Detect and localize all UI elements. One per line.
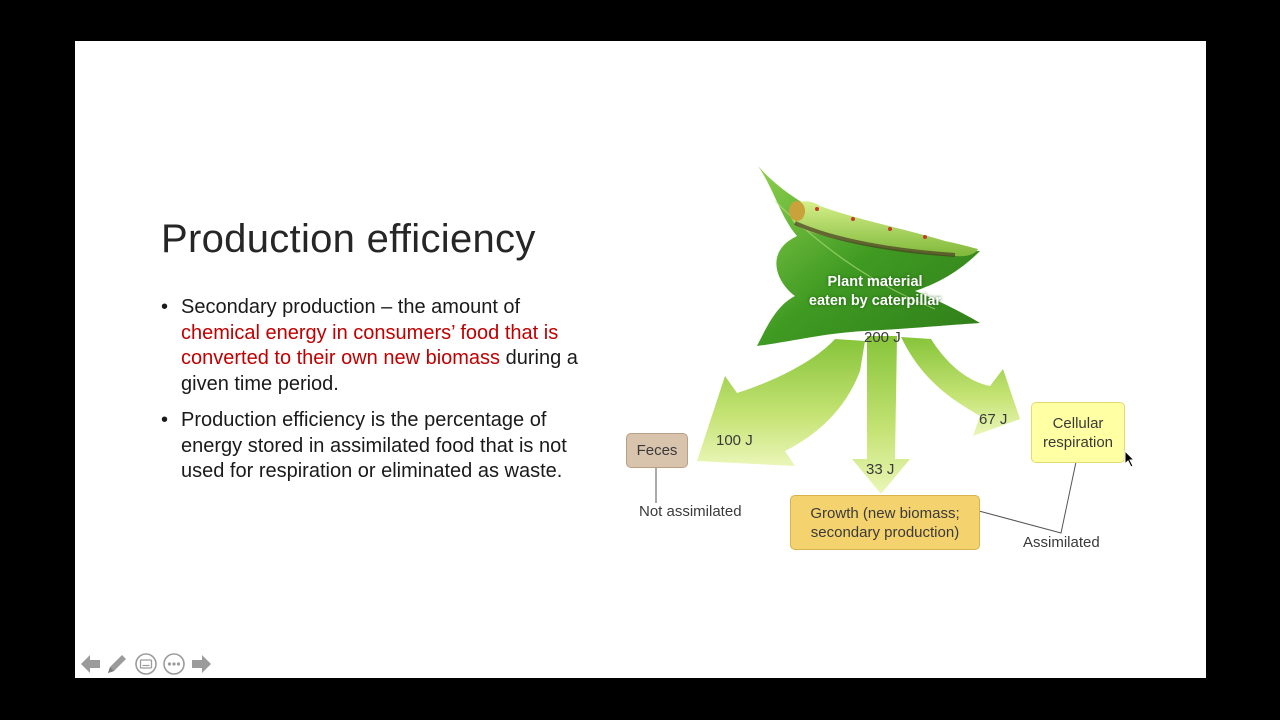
- bullet-text: Secondary production – the amount of: [181, 296, 521, 318]
- respiration-energy-label: 67 J: [979, 411, 1008, 428]
- growth-energy-label: 33 J: [866, 461, 895, 478]
- respiration-label-line: respiration: [1042, 433, 1114, 451]
- feces-energy-label: 100 J: [716, 432, 753, 449]
- bullet-list: Secondary production – the amount of che…: [161, 295, 581, 496]
- page-title: Production efficiency: [161, 217, 536, 261]
- arrow-to-growth: [852, 336, 910, 494]
- more-options-icon[interactable]: [161, 651, 187, 677]
- next-arrow-icon[interactable]: [188, 651, 214, 677]
- growth-label-line: secondary production): [810, 523, 960, 541]
- mouse-cursor-icon: [1124, 450, 1136, 468]
- arrow-to-feces: [697, 339, 865, 466]
- plant-label-line: Plant material: [827, 274, 923, 290]
- bullet-text: during a given time period.: [181, 347, 578, 395]
- growth-box: Growth (new biomass; secondary productio…: [790, 495, 980, 550]
- highlighted-definition: chemical energy in consumers’ food that …: [181, 321, 559, 370]
- not-assimilated-label: Not assimilated: [639, 503, 742, 520]
- bullet-production-efficiency: Production efficiency is the percentage …: [161, 408, 581, 485]
- energy-flow-diagram: [655, 166, 1077, 534]
- slide: Production efficiency Secondary producti…: [75, 41, 1206, 678]
- input-energy-label: 200 J: [864, 329, 901, 346]
- feces-box-label: Feces: [636, 442, 678, 459]
- arrow-to-respiration: [901, 337, 1020, 436]
- previous-arrow-icon[interactable]: [78, 651, 104, 677]
- feces-box: Feces: [626, 433, 688, 468]
- plant-label-line: eaten by caterpillar: [808, 293, 942, 309]
- bullet-secondary-production: Secondary production – the amount of che…: [161, 295, 581, 397]
- plant-material-label: Plant material eaten by caterpillar: [780, 273, 970, 311]
- subtitles-icon[interactable]: [133, 651, 159, 677]
- assimilated-bracket: [978, 461, 1077, 534]
- cellular-respiration-box: Cellular respiration: [1031, 402, 1125, 463]
- caterpillar-image: [789, 201, 978, 257]
- slideshow-controls: [78, 651, 218, 677]
- growth-label-line: Growth (new biomass;: [810, 504, 960, 522]
- assimilated-label: Assimilated: [1023, 534, 1100, 551]
- respiration-label-line: Cellular: [1052, 414, 1104, 432]
- bullet-text: Production efficiency is the percentage …: [181, 409, 567, 482]
- pen-icon[interactable]: [104, 651, 130, 677]
